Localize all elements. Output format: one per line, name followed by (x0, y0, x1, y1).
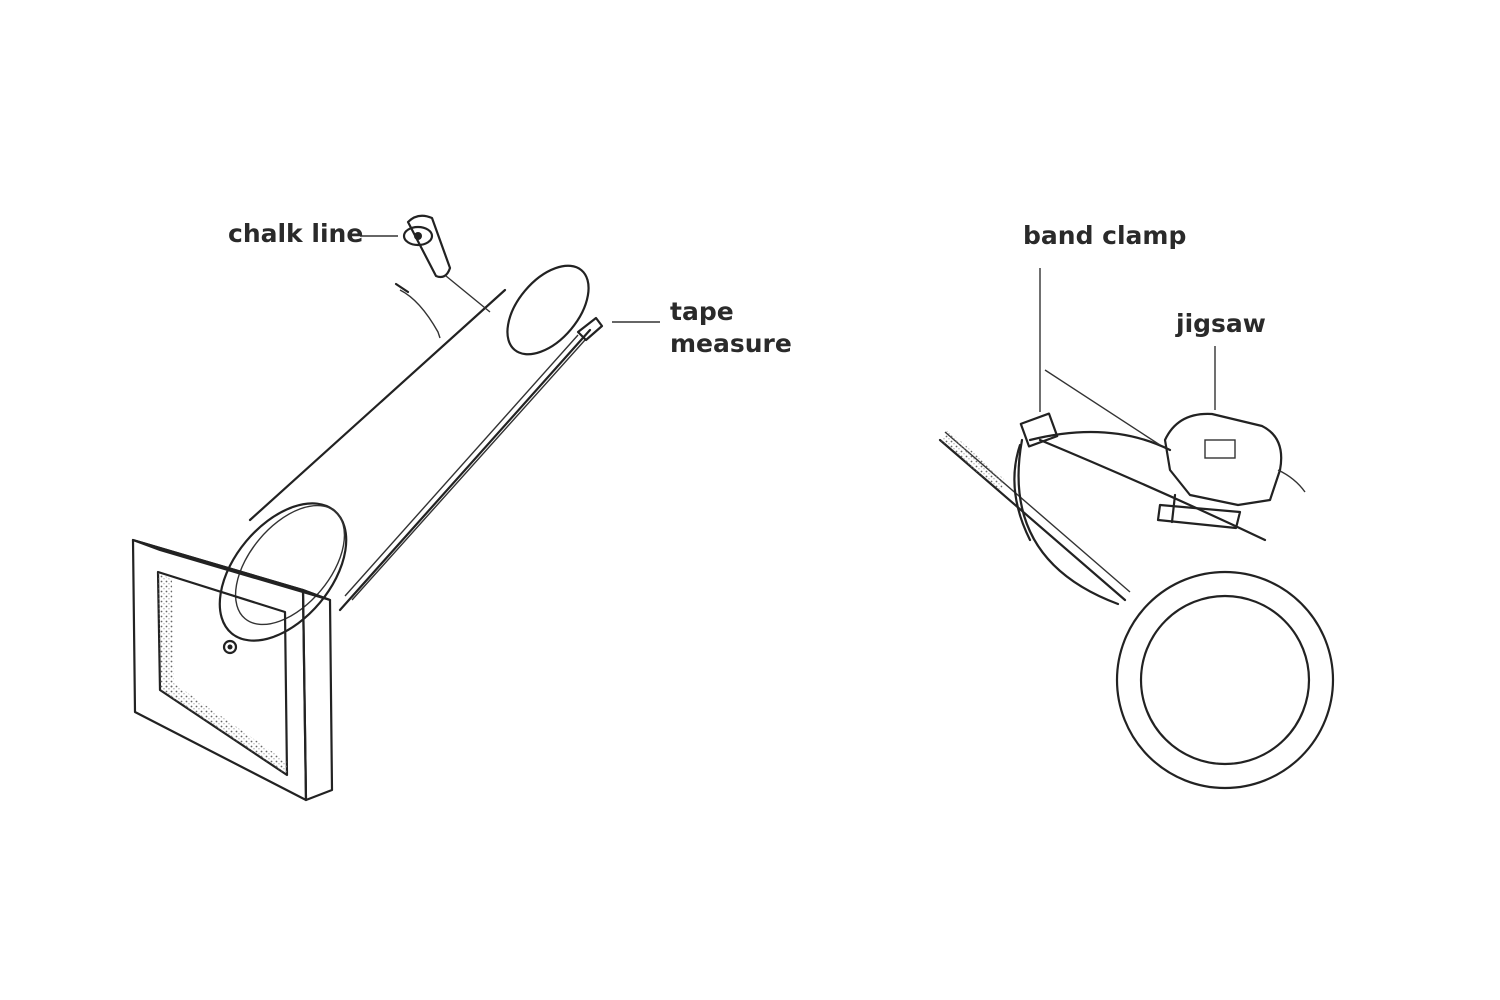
pipe-body-left (218, 264, 592, 642)
tape-measure-hook (576, 316, 604, 342)
band-clamp-label: band clamp (1023, 221, 1187, 250)
pipe-body-right (938, 430, 1335, 790)
tape-measure-label-line1: tape (670, 297, 734, 326)
right-figure (938, 268, 1335, 790)
jigsaw-tool (1156, 412, 1306, 530)
square-flange (131, 538, 334, 802)
jigsaw-label: jigsaw (1176, 309, 1266, 338)
chalk-line-tool (394, 214, 491, 339)
tape-measure-label-line2: measure (670, 329, 792, 358)
chalk-line-label: chalk line (228, 219, 364, 248)
left-figure (131, 214, 660, 802)
band-clamp-strap (1013, 369, 1172, 542)
